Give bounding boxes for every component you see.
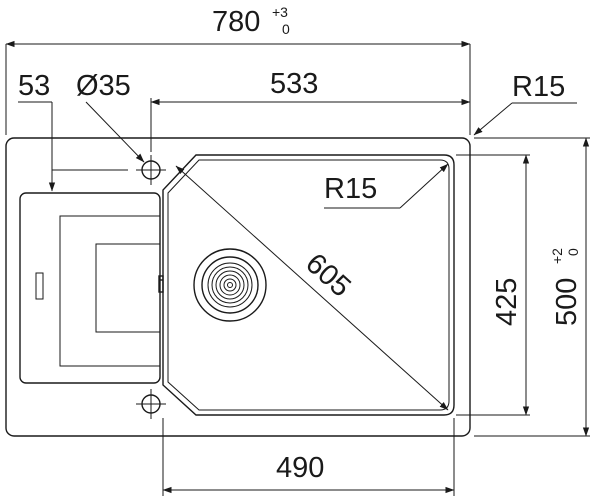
offset-value: 53 <box>18 70 50 102</box>
overall-depth-value: 500 <box>551 278 583 326</box>
outer-radius-value: R15 <box>512 71 565 103</box>
overall-width-tol-upper: +3 <box>272 4 288 20</box>
overflow-slot <box>35 272 44 300</box>
leader-outer-radius <box>473 102 513 136</box>
drainboard-middle <box>59 215 161 367</box>
drainboard-inner <box>95 243 161 333</box>
sink-outline <box>5 137 471 437</box>
bowl-bottom-width-value: 490 <box>276 452 324 484</box>
bowl-diagonal-value: 605 <box>299 247 356 303</box>
leader-inner-radius <box>399 163 449 209</box>
leader-hole-diameter <box>85 101 145 163</box>
dim-line-bowl-diagonal <box>175 165 449 411</box>
hole-diameter-value: Ø35 <box>76 70 131 102</box>
overall-depth-tol-upper: +2 <box>549 248 565 264</box>
overall-width-value: 780 <box>212 6 260 38</box>
drain-icon <box>193 248 267 322</box>
tap-hole-bottom <box>136 389 166 419</box>
inner-radius-value: R15 <box>324 173 377 205</box>
bowl-edge-clip <box>158 275 164 293</box>
overall-width-tol-lower: 0 <box>282 21 290 37</box>
tap-hole-top <box>136 155 166 185</box>
bowl-top-width-value: 533 <box>270 68 318 100</box>
bowl-outline <box>162 154 455 416</box>
bowl-depth-value: 425 <box>491 278 523 326</box>
overall-depth-tol-lower: 0 <box>565 248 581 256</box>
drainboard-outer <box>19 192 161 384</box>
